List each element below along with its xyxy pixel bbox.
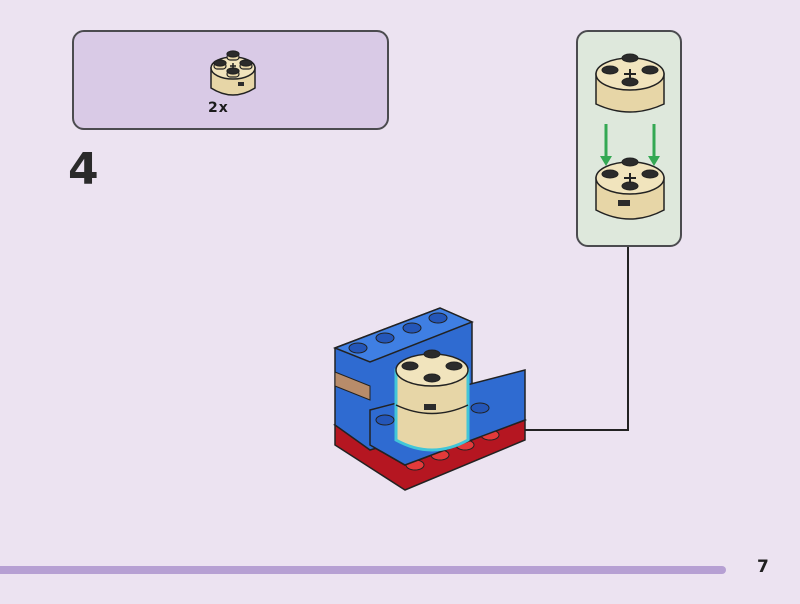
page-number: 7 <box>757 557 769 577</box>
tan-round-brick-stack <box>394 349 470 452</box>
callout-brick-top <box>595 53 665 113</box>
tan-round-brick-stack-icon <box>595 53 665 220</box>
callout-arrows <box>600 124 660 166</box>
footer-bar <box>0 566 726 574</box>
build-model-illustration <box>332 307 528 491</box>
subassembly-callout <box>576 30 682 247</box>
step-number: 4 <box>68 144 99 195</box>
tan-round-brick-icon <box>210 50 256 96</box>
parts-list-box: 2x <box>72 30 389 130</box>
parts-quantity-label: 2x <box>208 100 229 116</box>
callout-brick-bottom <box>595 157 665 220</box>
